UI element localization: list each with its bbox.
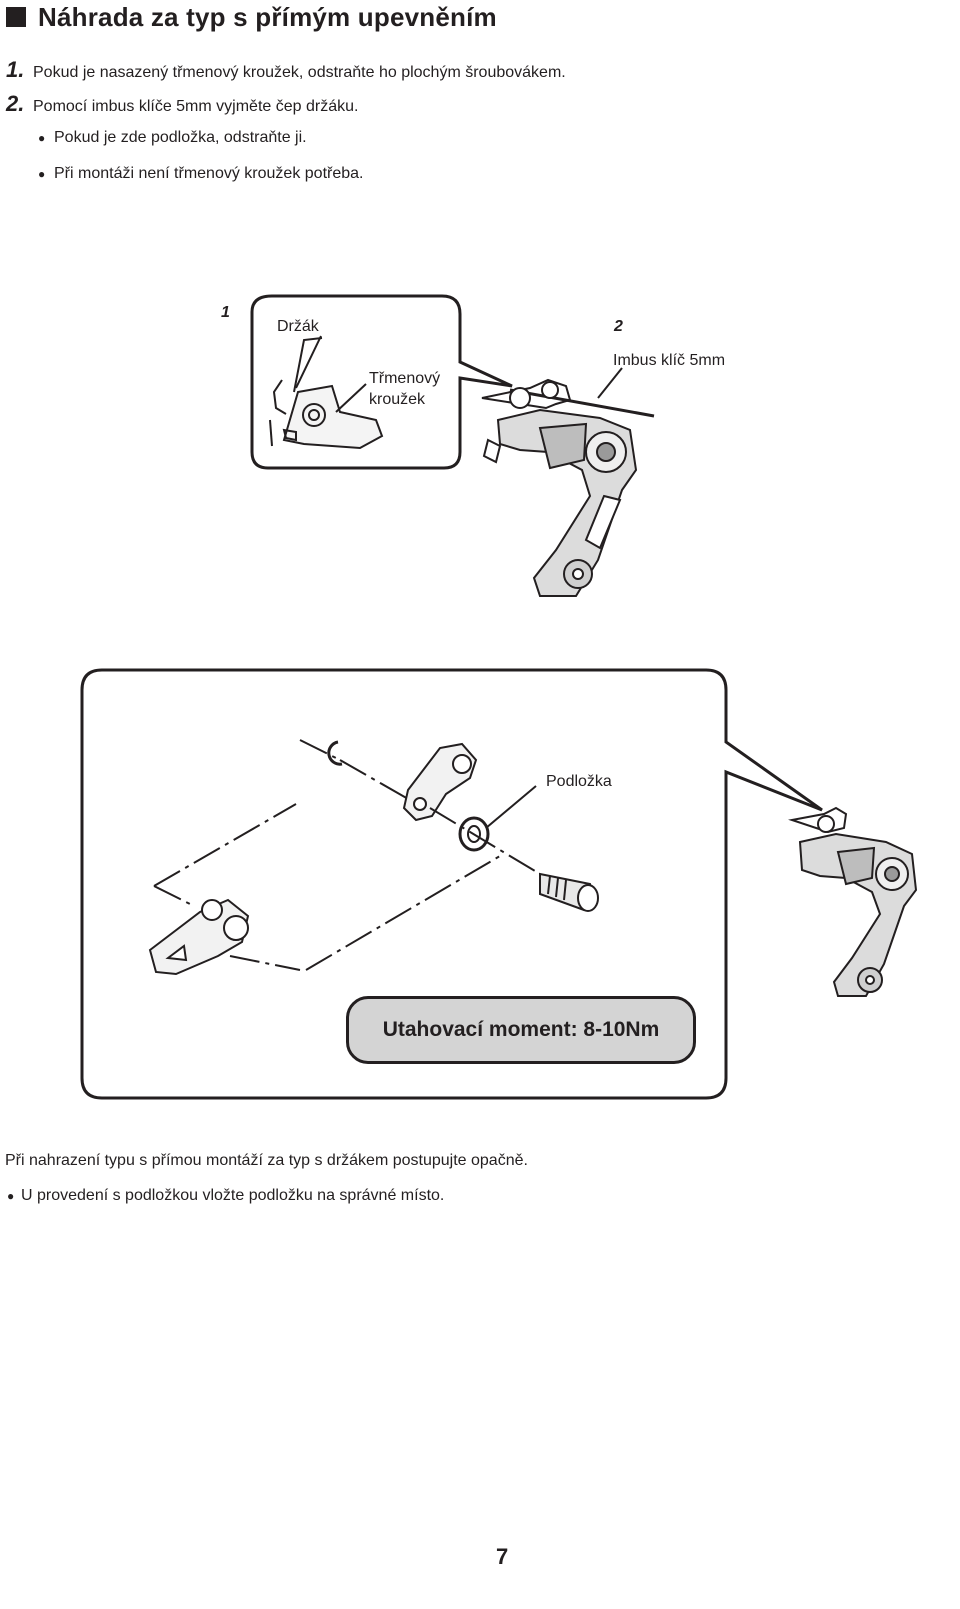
hex-key-label: Imbus klíč 5mm	[613, 352, 726, 369]
ring-leader-line	[335, 383, 367, 413]
note-text: Při montáži není třmenový kroužek potřeb…	[54, 165, 364, 182]
bullet-icon: ●	[38, 167, 46, 181]
figure-step-1-label: 1	[221, 304, 230, 321]
torque-spec-box: Utahovací moment: 8-10Nm	[346, 996, 696, 1064]
step-2: 2. Pomocí imbus klíče 5mm vyjměte čep dr…	[6, 91, 358, 117]
bullet-icon: ●	[7, 1189, 15, 1203]
page-number: 7	[496, 1544, 509, 1569]
holder-detail-drawing	[269, 337, 384, 450]
washer-note: ● U provedení s podložkou vložte podložk…	[7, 1187, 444, 1205]
washer-label: Podložka	[546, 773, 612, 790]
step-number: 1.	[6, 57, 25, 82]
reverse-procedure-text: Při nahrazení typu s přímou montáží za t…	[5, 1152, 528, 1169]
key-leader-line	[597, 367, 623, 399]
washer-note-text: U provedení s podložkou vložte podložku …	[21, 1187, 445, 1204]
holder-label: Držák	[277, 318, 319, 335]
section-heading: Náhrada za typ s přímým upevněním	[6, 0, 497, 34]
step-text: Pomocí imbus klíče 5mm vyjměte čep držák…	[33, 98, 359, 115]
holder-leader-line	[295, 335, 322, 389]
assembly-callout-box	[80, 668, 823, 1100]
ring-label-line1: Třmenový	[369, 370, 441, 387]
derailleur-drawing-2	[788, 806, 918, 997]
derailleur-drawing-1	[481, 378, 655, 597]
note-item: ● Pokud je zde podložka, odstraňte ji.	[38, 129, 307, 147]
step-1: 1. Pokud je nasazený třmenový kroužek, o…	[6, 57, 566, 83]
torque-spec-text: Utahovací moment: 8-10Nm	[382, 1018, 660, 1041]
note-text: Pokud je zde podložka, odstraňte ji.	[54, 129, 307, 146]
figure-step-2-label: 2	[614, 318, 623, 335]
step-number: 2.	[6, 91, 25, 116]
note-item: ● Při montáži není třmenový kroužek potř…	[38, 165, 363, 183]
bullet-icon: ●	[38, 131, 46, 145]
exploded-assembly-drawing	[148, 739, 599, 976]
page-title: Náhrada za typ s přímým upevněním	[38, 1, 497, 32]
ring-label-line2: kroužek	[369, 391, 426, 408]
step-text: Pokud je nasazený třmenový kroužek, odst…	[33, 64, 566, 81]
square-bullet-icon	[6, 7, 26, 27]
